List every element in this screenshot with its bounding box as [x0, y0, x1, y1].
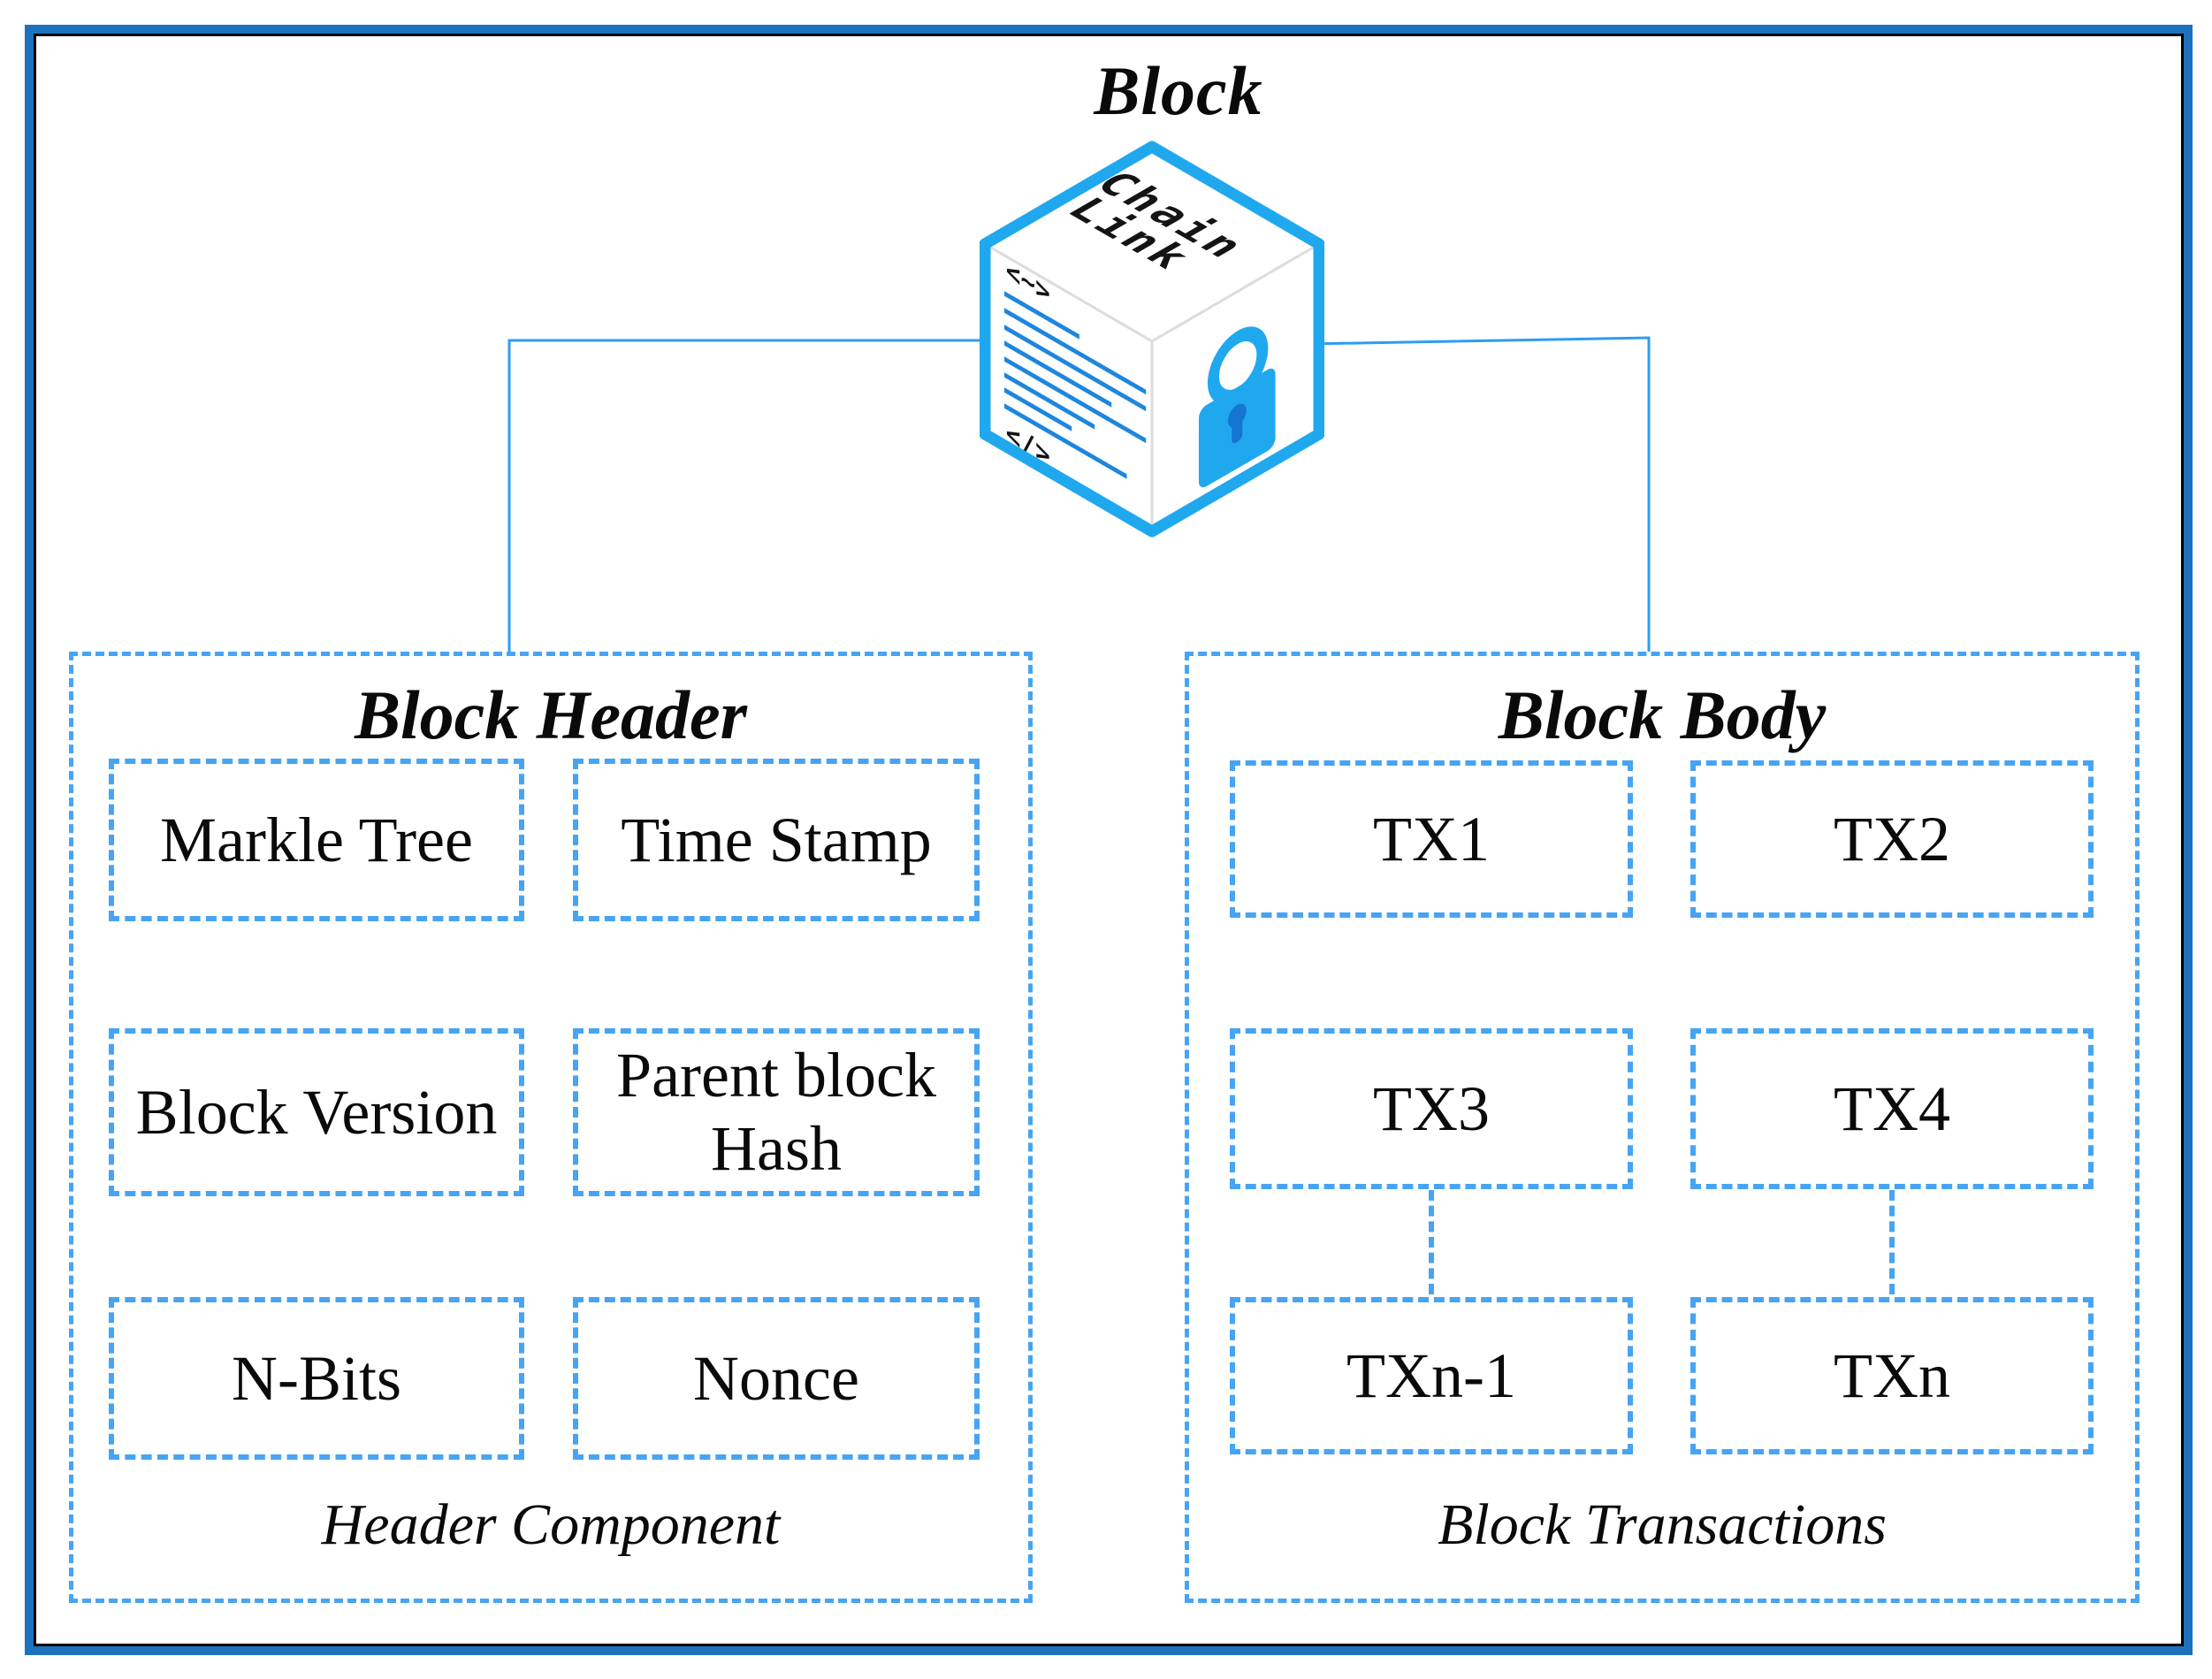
box-nonce: Nonce — [573, 1297, 980, 1460]
block-body-panel: Block Body TX1 TX2 TX3 TX4 TXn-1 TXn Blo… — [1185, 652, 2140, 1603]
header-caption: Header Component — [321, 1492, 781, 1557]
box-n-bits: N-Bits — [109, 1297, 524, 1460]
block-header-panel: Block Header Markle Tree Time Stamp Bloc… — [69, 652, 1033, 1603]
code-text-lines — [1004, 291, 1147, 479]
cube-inner-edges — [984, 242, 1320, 531]
box-tx2: TX2 — [1690, 760, 2094, 918]
box-tx1: TX1 — [1230, 760, 1633, 918]
box-markle-tree: Markle Tree — [109, 759, 524, 921]
block-body-title: Block Body — [1498, 676, 1827, 753]
box-txn-1: TXn-1 — [1230, 1297, 1633, 1454]
tx-connector-line — [1429, 1190, 1434, 1294]
box-time-stamp: Time Stamp — [573, 759, 980, 921]
tx-connector-line — [1889, 1190, 1895, 1294]
box-tx3: TX3 — [1230, 1028, 1633, 1189]
cube-outline — [980, 141, 1324, 538]
body-caption: Block Transactions — [1438, 1492, 1887, 1557]
block-header-title: Block Header — [354, 676, 748, 753]
page-title: Block — [1094, 52, 1263, 129]
lock-icon — [1198, 326, 1276, 488]
box-tx4: TX4 — [1690, 1028, 2094, 1189]
box-parent-block-hash: Parent block Hash — [573, 1028, 980, 1196]
block-cube-icon: Chain Link <~> </> — [980, 141, 1324, 538]
box-txn: TXn — [1690, 1297, 2094, 1454]
box-block-version: Block Version — [109, 1028, 524, 1196]
